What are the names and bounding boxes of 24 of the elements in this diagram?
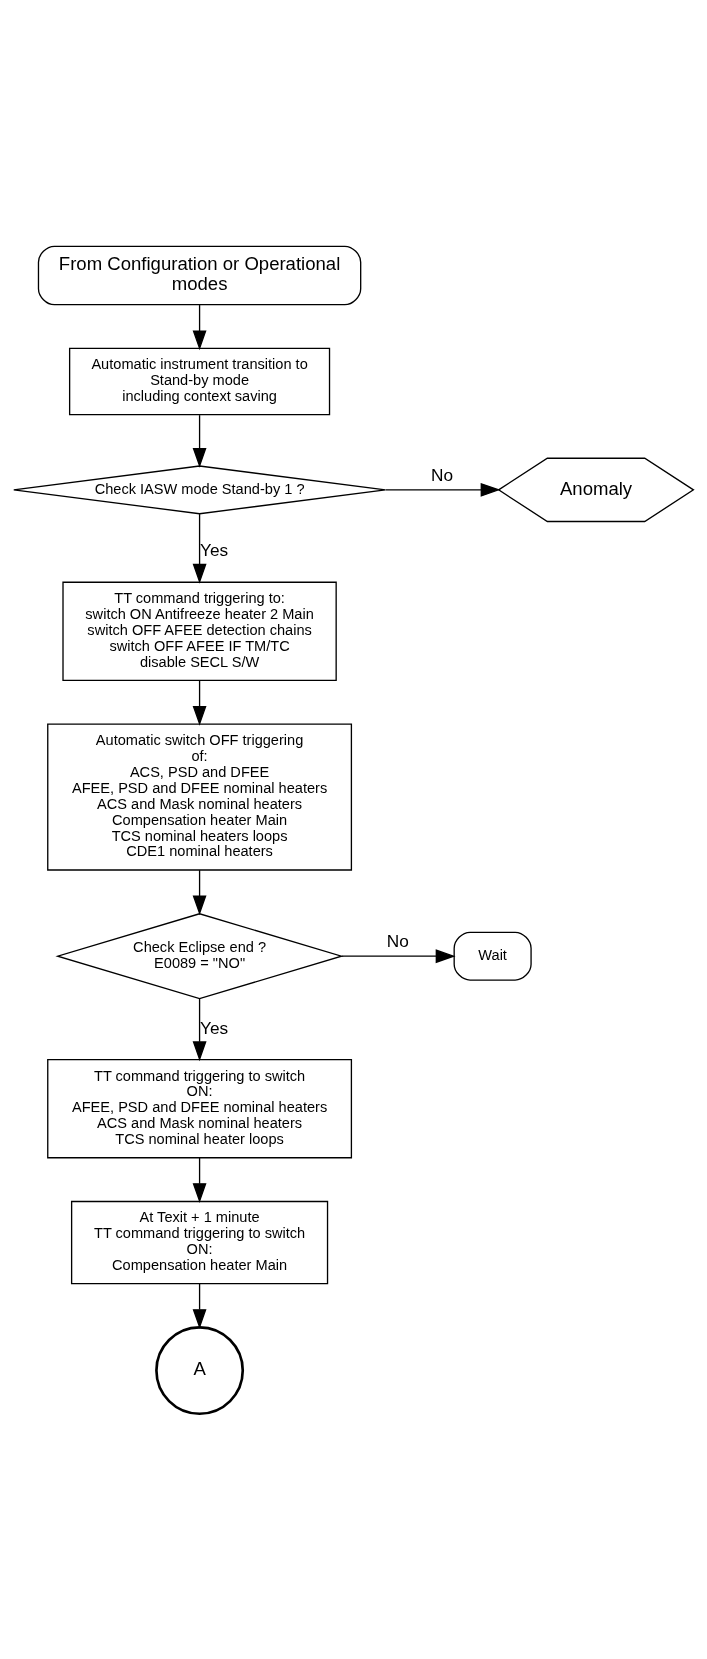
node-box: At Texit + 1 minute TT command triggering to switch ON: Compensation heater Main bbox=[70, 1200, 329, 1284]
arrow bbox=[341, 948, 456, 963]
node-diamond: Check Eclipse end ? E0089 = "NO" bbox=[55, 912, 344, 999]
arrow bbox=[384, 482, 501, 497]
node-box: Automatic instrument transition to Stand-by mode including context saving bbox=[68, 347, 331, 415]
arrow bbox=[192, 303, 207, 350]
arrow bbox=[192, 414, 207, 468]
arrow bbox=[192, 512, 207, 584]
node-box: Automatic switch OFF triggering of: ACS, PSD and DFEE AFEE, PSD and DFEE nominal heaters ACS and Mask nominal heaters Compensation heater Main TCS nominal heaters loops CDE1 nominal heaters bbox=[47, 722, 353, 871]
edge-label: No bbox=[386, 930, 409, 951]
edge-label: No bbox=[431, 464, 454, 485]
arrow bbox=[192, 679, 207, 726]
node-diamond: Check IASW mode Stand-by 1 ? bbox=[13, 464, 387, 514]
node-box: TT command triggering to: switch ON Antifreeze heater 2 Main switch OFF AFEE detection chains switch OFF AFEE IF TM/TC disable SECL S/W bbox=[62, 581, 337, 681]
arrow bbox=[192, 1156, 207, 1203]
node-box: Wait bbox=[453, 931, 532, 981]
arrow bbox=[192, 997, 207, 1061]
node-box: From Configuration or Operational modes bbox=[37, 245, 362, 305]
arrow bbox=[192, 869, 207, 915]
node-circle: A bbox=[155, 1325, 245, 1415]
edge-label: Yes bbox=[200, 1017, 229, 1038]
node-box: TT command triggering to switch ON: AFEE, PSD and DFEE nominal heaters ACS and Mask nominal heaters TCS nominal heater loops bbox=[47, 1058, 353, 1158]
edge-label: Yes bbox=[200, 539, 229, 560]
arrow bbox=[192, 1282, 207, 1329]
